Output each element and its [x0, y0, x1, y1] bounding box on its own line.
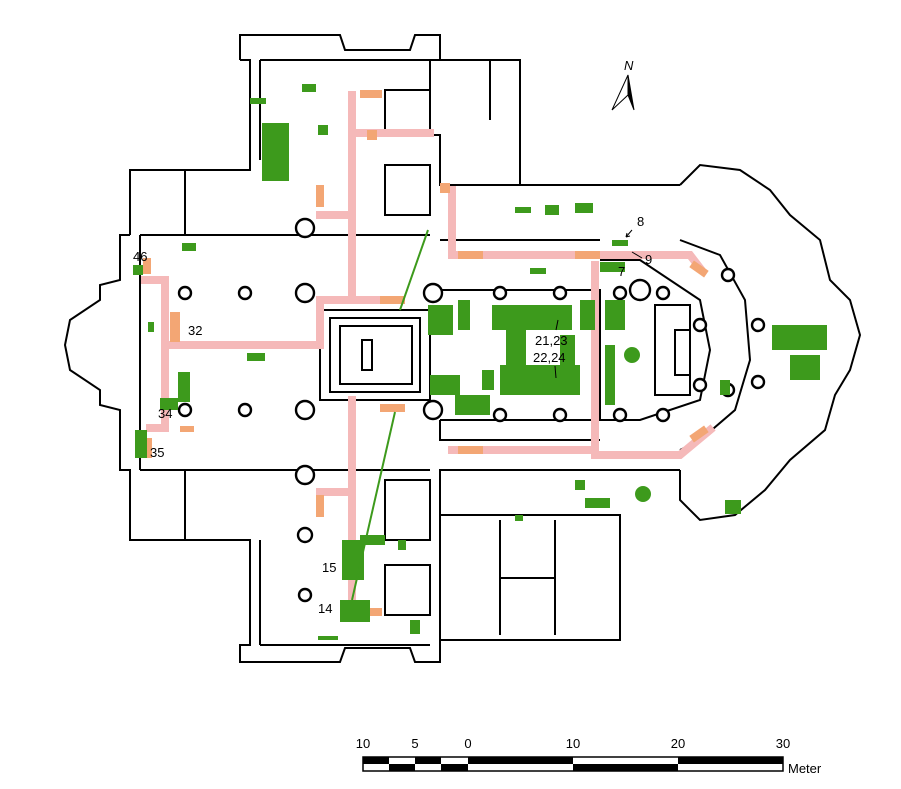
label-35: 35: [150, 445, 164, 460]
arrow-icon: [554, 365, 557, 379]
feature-labels: 8 9 7 21,23 22,24 46 32 34 35 15 14: [133, 214, 652, 616]
label-34: 34: [158, 406, 172, 421]
scale-tick: 5: [411, 736, 418, 751]
scale-tick: 30: [776, 736, 790, 751]
arrow-icon: [625, 229, 633, 238]
label-21-23: 21,23: [535, 333, 568, 348]
label-32: 32: [188, 323, 202, 338]
scale-tick: 10: [566, 736, 580, 751]
label-15: 15: [322, 560, 336, 575]
scale-tick: 20: [671, 736, 685, 751]
label-14: 14: [318, 601, 332, 616]
north-label: N: [624, 58, 634, 73]
label-9: 9: [645, 252, 652, 267]
arrow-icon: [631, 251, 643, 259]
label-46: 46: [133, 249, 147, 264]
pillars: [177, 217, 766, 603]
orange-features: [143, 90, 709, 616]
label-22-24: 22,24: [533, 350, 566, 365]
label-8: 8: [637, 214, 644, 229]
label-7: 7: [618, 264, 625, 279]
north-arrow-icon: [611, 74, 629, 111]
arrow-icon: [555, 319, 559, 331]
scale-unit: Meter: [788, 761, 822, 776]
north-arrow: N: [611, 58, 635, 111]
green-features: [133, 84, 827, 640]
scale-tick: 0: [464, 736, 471, 751]
scale-tick: 10: [356, 736, 370, 751]
scale-bar: 10 5 0 10 20 30 Meter: [356, 736, 822, 776]
